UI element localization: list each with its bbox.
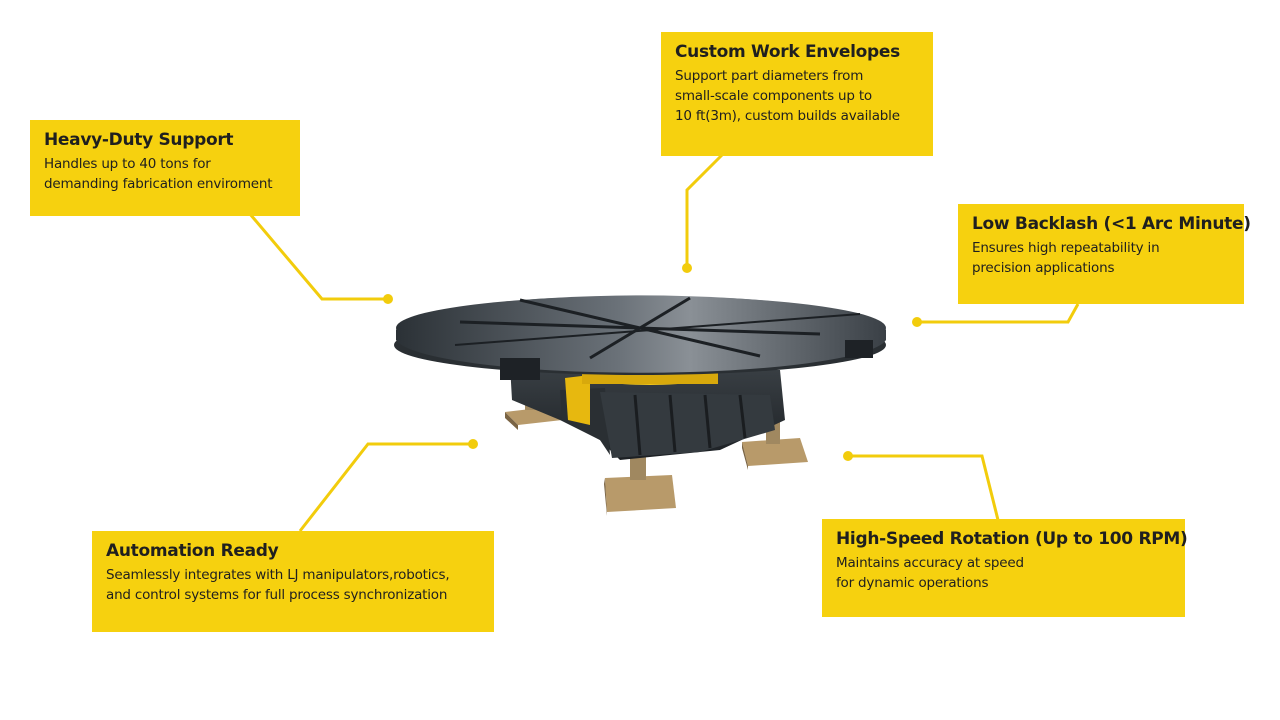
callout-low-backlash-desc: Ensures high repeatability in precision …: [972, 240, 1160, 276]
callout-high-speed-desc: Maintains accuracy at speed for dynamic …: [836, 555, 1024, 591]
callout-heavy-duty-title: Heavy-Duty Support: [44, 130, 234, 150]
rotary-table-positioner-illustration: [394, 295, 886, 516]
callout-heavy-duty: Heavy-Duty Support Handles up to 40 tons…: [30, 120, 300, 216]
callout-low-backlash-title: Low Backlash (<1 Arc Minute): [972, 214, 1251, 234]
callout-low-backlash: Low Backlash (<1 Arc Minute) Ensures hig…: [958, 204, 1251, 304]
callout-automation-desc: Seamlessly integrates with LJ manipulato…: [106, 567, 450, 603]
leader-dot-heavy-duty: [383, 294, 393, 304]
callout-heavy-duty-desc: Handles up to 40 tons for demanding fabr…: [44, 156, 273, 192]
leader-high-speed: [848, 454, 1000, 521]
leader-low-backlash: [917, 303, 1080, 324]
turntable-top: [394, 295, 886, 380]
leader-lines: [248, 153, 1080, 532]
leader-dot-high-speed: [843, 451, 853, 461]
callout-custom-work-desc: Support part diameters from small-scale …: [675, 68, 900, 124]
leader-dot-low-backlash: [912, 317, 922, 327]
leader-endpoints: [383, 263, 922, 461]
leader-heavy-duty: [248, 213, 388, 301]
callout-custom-work: Custom Work Envelopes Support part diame…: [661, 32, 933, 156]
callout-automation: Automation Ready Seamlessly integrates w…: [92, 531, 494, 632]
callout-custom-work-title: Custom Work Envelopes: [675, 42, 900, 62]
callout-high-speed-title: High-Speed Rotation (Up to 100 RPM): [836, 529, 1188, 549]
callout-automation-title: Automation Ready: [106, 541, 279, 561]
callout-high-speed: High-Speed Rotation (Up to 100 RPM) Main…: [822, 519, 1188, 617]
leader-dot-automation: [468, 439, 478, 449]
leader-dot-custom-work: [682, 263, 692, 273]
leader-custom-work: [685, 153, 724, 268]
leader-automation: [298, 442, 473, 532]
